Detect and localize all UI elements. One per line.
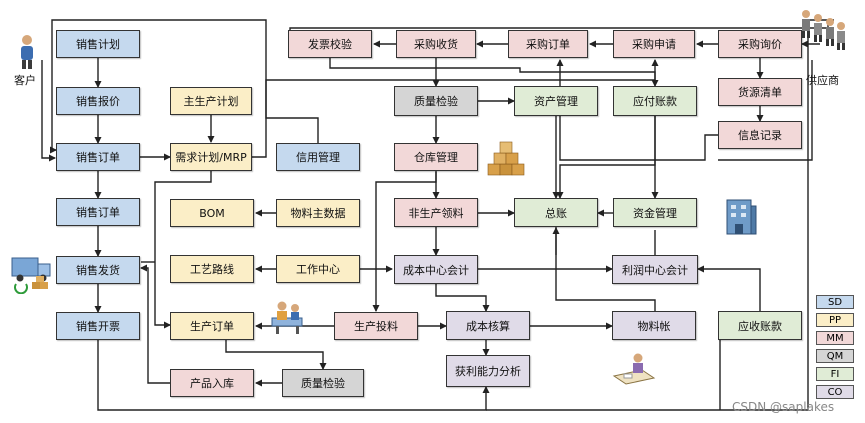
box-info-record: 信息记录	[718, 121, 802, 149]
legend-qm: QM	[816, 349, 854, 363]
box-general-ledger: 总账	[514, 198, 598, 227]
production-worker-icon	[271, 301, 303, 334]
box-cost-calc: 成本核算	[446, 311, 530, 340]
legend-fi: FI	[816, 367, 854, 381]
delivery-truck-icon	[11, 257, 51, 294]
box-material-master: 物料主数据	[276, 199, 360, 227]
box-warehouse: 仓库管理	[394, 143, 478, 171]
box-source-list: 货源清单	[718, 78, 802, 106]
box-invoice-verify: 发票校验	[288, 30, 372, 58]
box-prod-input: 生产投料	[334, 312, 418, 340]
customer-person-icon	[21, 35, 33, 69]
accountant-desk-icon	[612, 353, 656, 385]
box-purchase-req: 采购申请	[613, 30, 695, 58]
box-fund-mgmt: 资金管理	[613, 198, 697, 227]
box-profit-center: 利润中心会计	[612, 255, 698, 284]
supplier-people-icon	[802, 10, 845, 50]
box-profitability: 获利能力分析	[446, 355, 530, 387]
box-material-ledger: 物料帐	[612, 311, 696, 340]
box-sales-ship: 销售发货	[56, 256, 140, 284]
box-prod-receipt: 产品入库	[170, 369, 254, 397]
box-non-prod-issue: 非生产领料	[394, 198, 478, 227]
box-sales-quote: 销售报价	[56, 87, 140, 115]
box-sales-plan: 销售计划	[56, 30, 140, 58]
box-accounts-payable: 应付账款	[613, 86, 697, 116]
box-purchase-order: 采购订单	[508, 30, 588, 58]
box-work-center: 工作中心	[276, 255, 360, 283]
box-prod-order: 生产订单	[170, 312, 254, 340]
box-purchase-receipt: 采购收货	[396, 30, 476, 58]
box-sales-order-2: 销售订单	[56, 198, 140, 226]
box-quality-check-2: 质量检验	[282, 369, 364, 397]
box-mrp: 需求计划/MRP	[170, 143, 252, 171]
box-master-plan: 主生产计划	[170, 87, 252, 115]
box-routing: 工艺路线	[170, 255, 254, 283]
box-purchase-inquiry: 采购询价	[718, 30, 802, 58]
watermark: CSDN @saplakes	[732, 400, 835, 414]
factory-building-icon	[726, 199, 757, 235]
box-asset-mgmt: 资产管理	[514, 86, 598, 116]
legend-sd: SD	[816, 295, 854, 309]
box-cost-center: 成本中心会计	[394, 255, 478, 284]
box-accounts-receivable: 应收账款	[718, 311, 802, 340]
supplier-label: 供应商	[806, 74, 839, 87]
customer-label: 客户	[14, 74, 36, 87]
legend-co: CO	[816, 385, 854, 399]
box-credit-mgmt: 信用管理	[276, 143, 360, 171]
box-sales-invoice: 销售开票	[56, 312, 140, 340]
box-sales-order: 销售订单	[56, 143, 140, 171]
box-bom: BOM	[170, 199, 254, 227]
legend-pp: PP	[816, 313, 854, 327]
legend-mm: MM	[816, 331, 854, 345]
boxes-stack-icon	[487, 141, 525, 176]
box-quality-check: 质量检验	[394, 86, 478, 116]
